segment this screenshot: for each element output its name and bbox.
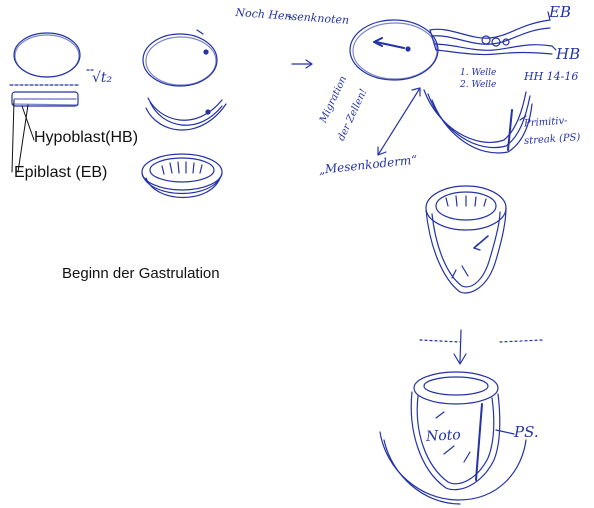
- hypoblast-label: Hypoblast(HB): [34, 129, 138, 147]
- handwritten-hh-stage: HH 14-16: [524, 70, 578, 83]
- primitive-streak-section-sketch: [424, 90, 532, 153]
- handwritten-eb: EB: [549, 3, 571, 21]
- disc-with-node-arrow-sketch: [288, 16, 438, 80]
- bilayer-slab-sketch: [10, 85, 80, 106]
- handwritten-root-note: √t₂: [92, 70, 112, 86]
- handwritten-wave-2: 2. Welle: [460, 80, 496, 90]
- layered-tubes-sketch: [430, 12, 556, 55]
- handwritten-notochord: Noto: [426, 427, 462, 445]
- diagram-title: Beginn der Gastrulation: [62, 265, 220, 282]
- epiblast-label: Epiblast (EB): [14, 164, 107, 182]
- handwritten-hb: HB: [556, 45, 580, 63]
- disc-with-node-sketch: [143, 30, 217, 86]
- down-arrow: [420, 330, 542, 364]
- curved-layer-sketch: [146, 98, 226, 130]
- transition-arrow: [292, 60, 312, 68]
- cone-embryo-sketch: [426, 186, 506, 293]
- bowl-sketch: [142, 154, 222, 198]
- handwritten-wave-1: 1. Welle: [460, 68, 496, 78]
- handwritten-ps: PS.: [514, 423, 539, 441]
- blastodisc-sketch: [14, 33, 95, 77]
- label-pointers: [12, 100, 34, 172]
- migration-arrow: [378, 88, 420, 155]
